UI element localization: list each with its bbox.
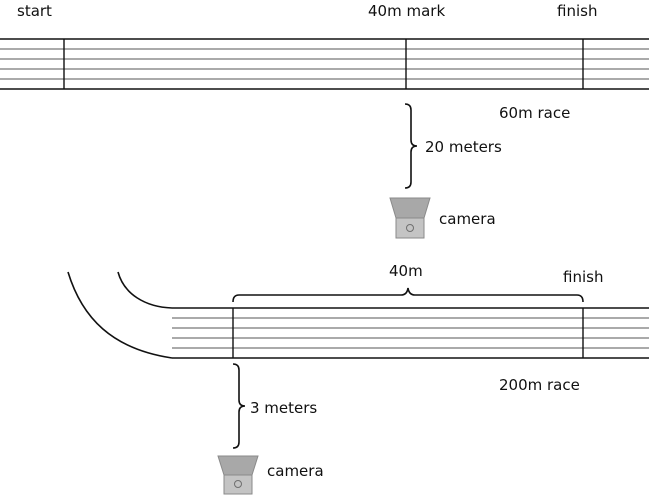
finish-label-bottom: finish bbox=[563, 268, 603, 286]
camera-icon bbox=[389, 197, 431, 239]
camera-icon bbox=[217, 455, 259, 495]
camera-label-top: camera bbox=[439, 210, 496, 228]
60m-race-label: 60m race bbox=[499, 104, 570, 122]
top-track bbox=[0, 38, 649, 90]
40m-brace bbox=[232, 287, 584, 303]
finish-label-top: finish bbox=[557, 2, 597, 20]
bend-outer-curve bbox=[67, 271, 173, 359]
bottom-track bbox=[67, 271, 649, 359]
200m-race-label: 200m race bbox=[499, 376, 580, 394]
start-label: start bbox=[17, 2, 52, 20]
3-meters-label: 3 meters bbox=[250, 399, 317, 417]
camera-label-bottom: camera bbox=[267, 462, 324, 480]
20-meters-brace bbox=[404, 103, 418, 189]
bend-inner-curve bbox=[117, 271, 173, 309]
20-meters-label: 20 meters bbox=[425, 138, 502, 156]
40m-label: 40m bbox=[389, 262, 423, 280]
40m-mark-label: 40m mark bbox=[368, 2, 445, 20]
3-meters-brace bbox=[232, 363, 246, 449]
